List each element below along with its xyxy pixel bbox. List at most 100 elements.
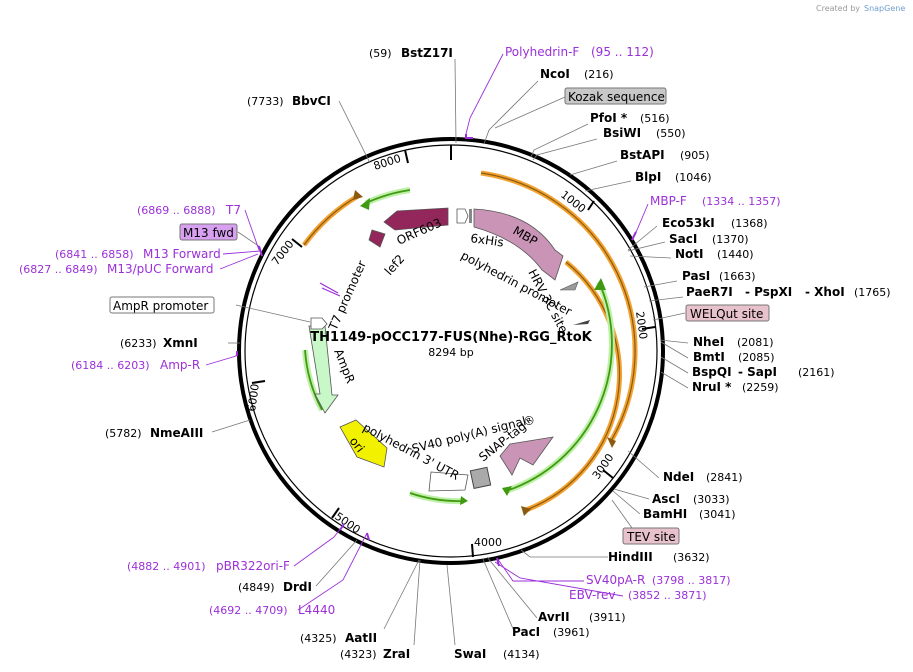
leader-bspqi [660, 356, 689, 374]
site-name-bsiwi: BsiWI [603, 126, 641, 140]
leader-bbvci [338, 100, 371, 164]
tick-8000 [404, 149, 409, 164]
tick-label-8000: 8000 [372, 152, 403, 173]
site-name-pfoi: PfoI * [590, 111, 628, 125]
site-name-blpi: BlpI [635, 170, 661, 184]
primer-mark-pbr322ori-f [339, 523, 345, 531]
site-pos-bsiwi: (550) [656, 127, 686, 140]
green-arc-ampr [304, 349, 323, 411]
primer-name-sv40pa-r: SV40pA-R [586, 573, 645, 587]
leader-noti [629, 255, 672, 259]
kozak-label: Kozak sequence [568, 90, 665, 104]
label-ampr: AmpR [331, 347, 357, 385]
site-name-swai: SwaI [454, 647, 486, 661]
site-pos-aatii: (4325) [300, 632, 337, 645]
ampr-promoter-box [109, 296, 215, 314]
site-leaders [211, 58, 689, 646]
tick-2000 [641, 326, 656, 330]
primer-labels: Polyhedrin-F (95 .. 112) MBP-F (1334 .. … [19, 45, 781, 617]
leader-ampr-promoter [235, 304, 311, 323]
tick-label-6000: 6000 [245, 383, 262, 413]
orange-arc-mbp-line [480, 172, 636, 442]
tev-box [622, 527, 680, 545]
primer-range-sv40pa-r: (3798 .. 3817) [652, 574, 731, 587]
site-name-xhoi: - XhoI [805, 285, 845, 299]
plasmid-name: TH1149-pOCC177-FUS(Nhe)-RGG_RtoK [310, 330, 592, 345]
green-arc-right [505, 281, 613, 492]
primer-mark-m13 [258, 245, 263, 257]
primer-leaders [205, 53, 649, 611]
primer-mark-mbp-f [631, 231, 637, 241]
site-pos-pasi: (1663) [719, 270, 756, 283]
leader-welqut [652, 312, 686, 321]
site-name-bamhi: BamHI [643, 507, 687, 521]
green-arc-right-end-arrow [502, 486, 512, 496]
tick-label-5000: 5000 [332, 510, 362, 537]
ori-arrow [339, 419, 388, 468]
credit-brand: SnapGene [864, 4, 905, 13]
primer-mark-l4440 [366, 532, 370, 541]
site-pos-swai: (4134) [503, 648, 540, 661]
leader-m13fwd [237, 231, 261, 248]
leader-nrui [660, 371, 689, 389]
green-arc-right-arrow [594, 278, 606, 290]
site-name-nrui: NruI * [692, 380, 732, 394]
leader-blpi [584, 180, 632, 192]
site-pos-nmeaiii: (5782) [105, 427, 142, 440]
tev-label: TEV site [626, 530, 676, 544]
site-pos-bstz17i: (59) [369, 47, 392, 60]
leader-ncoi [483, 80, 539, 145]
site-name-nmeaiii: NmeAIII [150, 426, 203, 440]
tick-label-1000: 1000 [558, 188, 588, 215]
green-arcs [302, 187, 615, 505]
orange-arc-right-arrow [521, 506, 531, 516]
primer-name-m13-puc-forward: M13/pUC Forward [107, 262, 214, 276]
site-name-saci: SacI [669, 232, 697, 246]
site-pos-drdi: (4849) [238, 581, 275, 594]
primer-leader-ebv-rev [494, 561, 624, 597]
leader-paer7i [648, 296, 684, 302]
site-name-ndei: NdeI [663, 470, 694, 484]
label-6xhis: 6xHis [470, 231, 505, 250]
primer-leader-t7 [244, 209, 260, 251]
tick-4000 [471, 543, 474, 558]
primer-range-polyhedrin-f: (95 .. 112) [591, 45, 654, 59]
leader-drdi [315, 539, 358, 587]
primer-name-l4440: L4440 [298, 603, 335, 617]
leader-bsiwi [532, 138, 598, 161]
leader-kozak [494, 96, 566, 129]
leader-paci [482, 558, 515, 632]
mbp-arrow [473, 208, 564, 281]
primer-leader-polyhedrin-f [465, 53, 504, 135]
site-name-aatii: AatII [345, 631, 377, 645]
site-pos-nhei: (2081) [737, 336, 774, 349]
leader-bamhi [612, 490, 641, 515]
primer-mark-polyhedrin-f [465, 134, 473, 139]
sv40-box [469, 466, 492, 490]
site-pos-zrai: (4323) [340, 648, 377, 661]
primer-range-pbr322ori-f: (4882 .. 4901) [127, 560, 206, 573]
primer-name-t7: T7 [225, 203, 241, 217]
leader-bstapi [569, 160, 618, 176]
primer-name-mbp-f: MBP-F [650, 194, 687, 208]
primer-name-polyhedrin-f: Polyhedrin-F [505, 45, 579, 59]
tick-label-7000: 7000 [269, 238, 296, 268]
t7-promoter-mark-2 [321, 287, 341, 297]
ampr-promoter-arrow [310, 317, 328, 330]
orf603-arrow [383, 207, 449, 231]
hrv3c-mark [559, 281, 579, 291]
site-pos-sapi: (2161) [798, 366, 835, 379]
site-pos-nrui: (2259) [742, 381, 779, 394]
label-lef2: lef2 [382, 252, 408, 278]
orange-arc-mbp-arrow [607, 437, 616, 448]
primer-name-m13-forward: M13 Forward [143, 247, 221, 261]
m13fwd-label: M13 fwd [183, 226, 234, 240]
t7-promoter-mark-1 [319, 282, 339, 294]
leader-zrai [413, 559, 421, 646]
site-pos-avrii: (3911) [589, 611, 626, 624]
primer-name-ebv-rev: EBV-rev [569, 588, 615, 602]
primer-leader-l4440 [297, 532, 368, 611]
site-pos-asci: (3033) [693, 493, 730, 506]
primer-name-amp-r: Amp-R [160, 358, 200, 372]
site-name-paci: PacI [512, 625, 540, 639]
